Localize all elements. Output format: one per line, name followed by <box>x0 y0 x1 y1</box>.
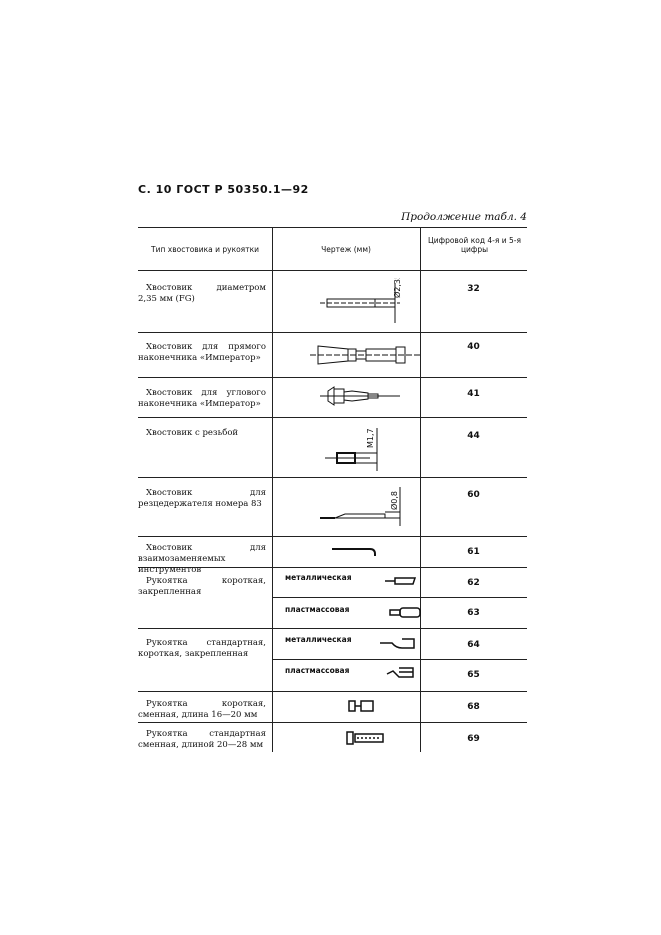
row-type: Хвостовик диаметром 2,35 мм (FG) <box>138 283 266 304</box>
row-code: 40 <box>467 342 480 352</box>
shank-threaded-drawing: M1,7 <box>325 428 378 471</box>
shank-interchangeable-drawing <box>332 548 376 556</box>
handle-standard-plastic-drawing <box>386 667 414 678</box>
shank-angled-imperator-drawing <box>320 386 400 406</box>
handle-short-replaceable-drawing <box>348 700 374 712</box>
dimension-label: M1,7 <box>366 428 375 448</box>
column-header-type: Тип хвостовика и рукоятки <box>151 245 259 254</box>
row-type: Рукоятка стандартная сменная, длиной 20—… <box>138 729 266 750</box>
handle-short-plastic-drawing <box>389 607 421 618</box>
row-type: Хвостовик для прямого наконечника «Импер… <box>138 342 266 363</box>
row-type: Хвостовик для резцедержателя номера 83 <box>138 488 266 509</box>
row-type: Хвостовик для углового наконечника «Импе… <box>138 388 266 409</box>
shank-cutter-holder-drawing: Ø0,8 <box>320 487 401 526</box>
row-type: Рукоятка короткая, закрепленная <box>138 576 266 597</box>
row-code: 65 <box>467 670 480 680</box>
page-header: С. 10 ГОСТ Р 50350.1—92 <box>138 183 309 196</box>
handle-standard-replaceable-drawing <box>346 731 384 745</box>
row-code: 41 <box>467 389 480 399</box>
dimension-label: Ø2,35 <box>392 278 402 298</box>
row-code: 32 <box>467 284 480 294</box>
column-header-drawing: Чертеж (мм) <box>321 245 371 254</box>
row-code: 68 <box>467 702 480 712</box>
table-continuation-label: Продолжение табл. 4 <box>401 211 527 223</box>
material-label: пластмассовая <box>285 666 350 675</box>
row-code: 69 <box>467 734 480 744</box>
shank-straight-imperator-drawing <box>310 345 420 365</box>
row-type: Рукоятка короткая, сменная, длина 16—20 … <box>138 699 266 720</box>
row-code: 60 <box>467 490 480 500</box>
column-header-code: Цифровой код 4-я и 5-я цифры <box>427 236 522 254</box>
shank-fg-drawing: Ø2,35 <box>320 278 402 323</box>
handle-standard-metal-drawing <box>380 638 415 649</box>
material-label: металлическая <box>285 635 352 644</box>
row-type: Рукоятка стандартная, короткая, закрепле… <box>138 638 266 659</box>
row-code: 64 <box>467 640 480 650</box>
handle-short-metal-drawing <box>385 577 417 585</box>
material-label: металлическая <box>285 573 352 582</box>
row-code: 61 <box>467 547 480 557</box>
row-code: 44 <box>467 431 480 441</box>
row-code: 62 <box>467 578 480 588</box>
material-label: пластмассовая <box>285 605 350 614</box>
row-type: Хвостовик с резьбой <box>146 428 239 438</box>
dimension-label: Ø0,8 <box>389 491 399 510</box>
row-code: 63 <box>467 608 480 618</box>
row-type: Хвостовик для взаимозаменяемых инструмен… <box>138 543 266 575</box>
